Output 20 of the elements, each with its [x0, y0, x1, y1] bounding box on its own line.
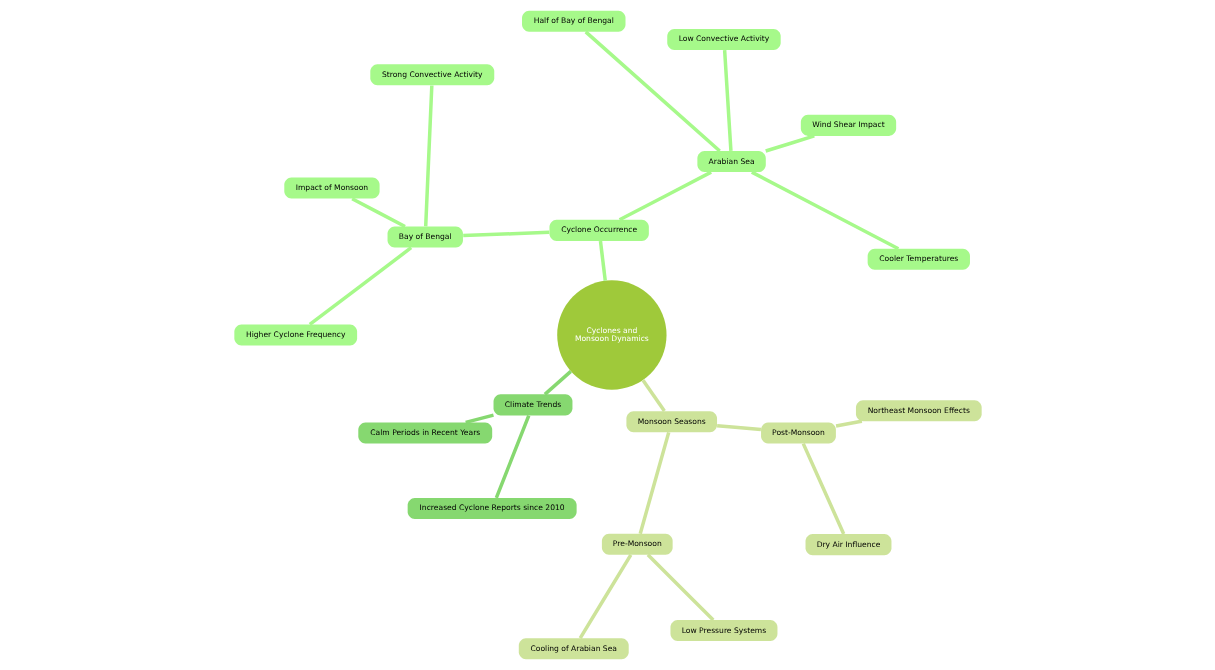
connector: [750, 170, 899, 251]
connector: [423, 85, 434, 227]
connector: [641, 379, 666, 413]
connector: [462, 230, 549, 238]
connector: [350, 197, 406, 228]
connector: [598, 240, 607, 281]
connector: [722, 50, 733, 152]
connector: [716, 424, 761, 432]
connector: [646, 553, 714, 622]
connector: [308, 246, 412, 326]
connector: [801, 442, 845, 535]
connector: [764, 134, 815, 153]
connector: [835, 419, 862, 428]
connector: [578, 553, 632, 640]
connector: [638, 431, 670, 535]
connector: [618, 170, 712, 222]
connector: [543, 370, 572, 396]
connector: [464, 413, 494, 425]
connector: [584, 30, 721, 153]
connector: [494, 414, 530, 499]
